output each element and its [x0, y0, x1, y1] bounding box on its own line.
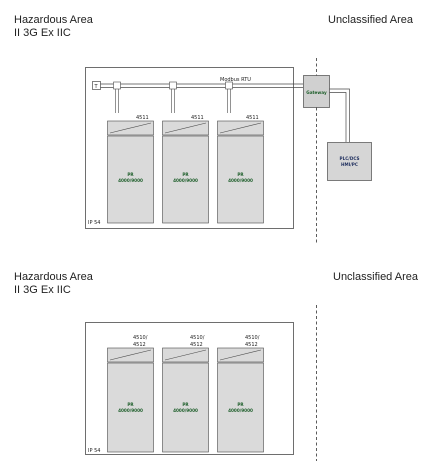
module-model-label: 4510/ [190, 335, 205, 341]
module-product: 4000/9000 [228, 408, 253, 413]
hazardous-area-title-1: Hazardous Area [14, 14, 93, 26]
controller-label-1: PLC/DCS [340, 156, 360, 161]
bus-drop-1 [113, 81, 121, 113]
module-brand: PR [182, 172, 189, 177]
gateway-box [303, 75, 330, 108]
gateway-label: Gateway [306, 90, 327, 95]
terminator-label: T [94, 84, 99, 90]
module-brand: PR [127, 172, 134, 177]
module-2-1: 4510/ 4512 PR 4000/9000 [107, 335, 154, 453]
enclosure-rating-2: IP 54 [88, 448, 100, 454]
module-model-label-2: 4512 [190, 342, 203, 348]
terminator-box [92, 81, 101, 90]
module-product: 4000/9000 [173, 408, 198, 413]
modbus-bus [100, 83, 303, 88]
module-model-label-2: 4512 [245, 342, 258, 348]
section-standalone: IP 54 4510/ 4512 PR 4000/9000 4510/ 4512… [85, 305, 317, 461]
section-modbus-gateway: IP 54 Modbus RTU T 4511 [85, 58, 372, 244]
module-brand: PR [237, 172, 244, 177]
module-1-3: 4511 PR 4000/9000 [217, 115, 264, 224]
module-model-label: 4511 [136, 115, 149, 121]
bus-drop-3 [225, 81, 233, 113]
module-model-label: 4510/ [245, 335, 260, 341]
module-model-label: 4511 [246, 115, 259, 121]
bus-drop-2 [169, 81, 177, 113]
module-product: 4000/9000 [118, 178, 143, 183]
unclassified-area-title-2: Unclassified Area [333, 271, 418, 283]
controller-label-2: HMI/PC [341, 162, 358, 167]
unclassified-area-title-1: Unclassified Area [328, 14, 413, 26]
module-brand: PR [127, 402, 134, 407]
hazardous-zone-2: II 3G Ex IIC [14, 284, 71, 296]
hazardous-area-title-2: Hazardous Area [14, 271, 93, 283]
module-brand: PR [182, 402, 189, 407]
module-brand: PR [237, 402, 244, 407]
gateway-controller-link [329, 88, 350, 142]
hazardous-zone-1: II 3G Ex IIC [14, 27, 71, 39]
module-2-2: 4510/ 4512 PR 4000/9000 [162, 335, 209, 453]
module-model-label: 4511 [191, 115, 204, 121]
module-1-1: 4511 PR 4000/9000 [107, 115, 154, 224]
module-product: 4000/9000 [228, 178, 253, 183]
module-product: 4000/9000 [173, 178, 198, 183]
enclosure-rating-1: IP 54 [88, 220, 100, 226]
module-1-2: 4511 PR 4000/9000 [162, 115, 209, 224]
controller-box [327, 142, 372, 181]
module-model-label: 4510/ [133, 335, 148, 341]
bus-label: Modbus RTU [220, 77, 251, 83]
module-2-3: 4510/ 4512 PR 4000/9000 [217, 335, 264, 453]
module-product: 4000/9000 [118, 408, 143, 413]
module-model-label-2: 4512 [133, 342, 146, 348]
